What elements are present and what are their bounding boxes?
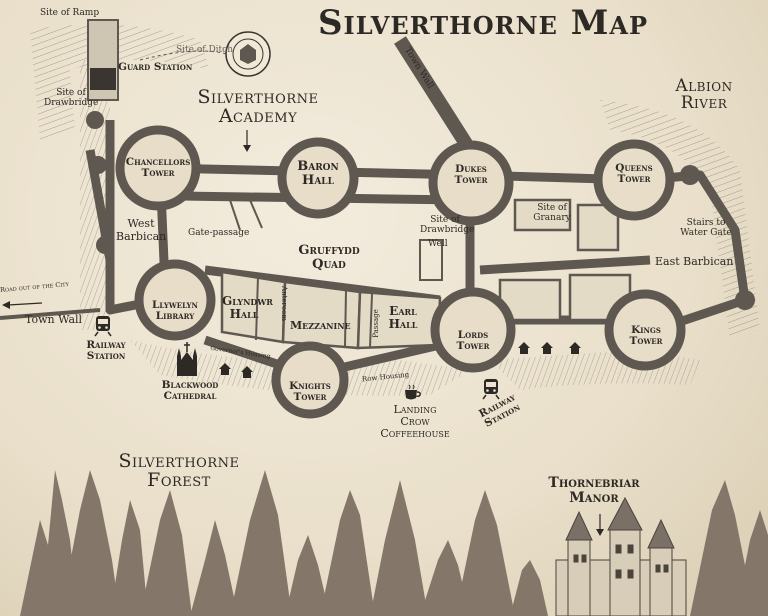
label-town-wall-west: Town Wall: [25, 313, 83, 326]
label-well: Well: [428, 239, 448, 249]
arrow-down-icon: [596, 514, 604, 536]
arrow-down-icon: [243, 130, 251, 152]
label-site-of-ramp: Site of Ramp: [40, 8, 100, 18]
label-east-barbican: East Barbican: [655, 255, 734, 268]
turrets: [86, 111, 755, 310]
label-lords-tower: Lords Tower: [456, 329, 490, 353]
label-kings-tower: Kings Tower: [629, 324, 663, 348]
label-guard-station: Guard Station: [118, 61, 193, 73]
label-chancellors-tower: Chancellors Tower: [125, 156, 191, 180]
hall-detail: [229, 199, 443, 349]
label-silverthorne-academy: Silverthorne Academy: [197, 86, 319, 127]
label-railway-station-west: Railway Station: [86, 339, 126, 363]
label-baron-hall: Baron Hall: [297, 159, 339, 188]
label-dukes-tower: Dukes Tower: [454, 163, 488, 187]
label-blackwood-cathedral: Blackwood Cathedral: [161, 379, 219, 403]
label-mezzanine: Mezzanine: [290, 319, 351, 332]
label-glyndwr-hall: Glyndwr Hall: [222, 294, 273, 321]
label-landing-crow-coffeehouse: Landing Crow Coffeehouse: [380, 403, 450, 441]
coffee-cup-icon: [405, 384, 421, 400]
map-title: Silverthorne Map: [318, 3, 649, 43]
label-stairs-to-water-gate: Stairs to Water Gate: [680, 218, 732, 239]
label-site-of-granary: Site of Granary: [533, 203, 571, 224]
house-icon: [518, 342, 530, 354]
label-site-of-drawbridge-center: Site of Drawbridge: [420, 215, 475, 236]
label-site-of-drawbridge-west: Site of Drawbridge: [44, 88, 99, 109]
label-gruffydd-quad: Gruffydd Quad: [298, 243, 360, 272]
towers: [115, 125, 686, 419]
train-icon: [482, 379, 500, 400]
label-queens-tower: Queens Tower: [615, 162, 653, 186]
house-icon: [569, 342, 581, 354]
label-silverthorne-forest: Silverthorne Forest: [118, 450, 240, 491]
label-site-of-ditch: Site of Ditch: [176, 45, 234, 55]
label-knights-tower: Knights Tower: [289, 380, 331, 404]
label-anteroom: Anteroom: [279, 286, 288, 321]
arrow-left-icon: [2, 301, 42, 309]
seal-icon: [225, 31, 271, 77]
train-icon: [94, 316, 112, 337]
label-west-barbican: West Barbican: [116, 217, 167, 243]
label-llywelyn-library: Llywelyn Library: [152, 299, 198, 323]
house-icon: [541, 342, 553, 354]
house-icon: [219, 363, 231, 375]
house-icon: [241, 366, 253, 378]
label-thornebriar-manor: Thornebriar Manor: [548, 475, 640, 506]
label-earl-hall: Earl Hall: [388, 304, 418, 331]
label-albion-river: Albion River: [675, 76, 733, 113]
cathedral-icon: [177, 342, 197, 376]
label-gate-passage: Gate-passage: [188, 228, 250, 238]
